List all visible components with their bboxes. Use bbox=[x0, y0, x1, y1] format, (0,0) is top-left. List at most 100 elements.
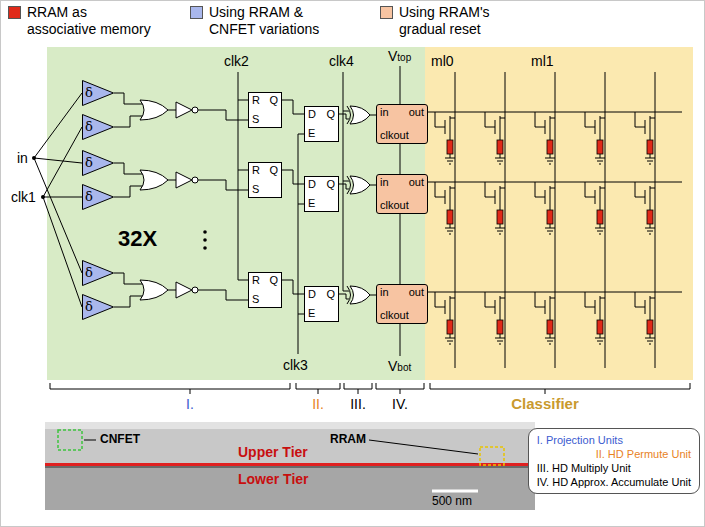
legend-item: Using RRAM's gradual reset bbox=[380, 4, 527, 38]
label-holder: clk4 bbox=[329, 53, 354, 70]
rram-highlight bbox=[480, 447, 504, 465]
legend-swatch bbox=[190, 6, 203, 19]
pin-label: Q bbox=[269, 274, 278, 287]
section-number: III. bbox=[350, 396, 366, 413]
pin-label: Q bbox=[269, 164, 278, 177]
delay-symbol: δ bbox=[85, 156, 93, 170]
rs-latch: RQS bbox=[248, 92, 282, 128]
pin-label: R bbox=[252, 274, 260, 287]
rram-cell bbox=[635, 112, 655, 164]
label-holder: clk1 bbox=[11, 189, 36, 206]
surface-layer bbox=[45, 422, 535, 429]
accumulate-cell: inoutclkout bbox=[376, 174, 428, 214]
pin-label: out bbox=[409, 106, 424, 119]
d-flip-flop: DQE bbox=[304, 176, 339, 212]
unit-key-box: I. Projection UnitsII. HD Permute UnitII… bbox=[528, 428, 700, 494]
label-holder: clk3 bbox=[283, 357, 308, 374]
triangle-shape bbox=[83, 81, 114, 106]
ellipsis-dot bbox=[203, 246, 207, 250]
sem-image bbox=[45, 422, 535, 510]
inverter bbox=[176, 172, 198, 188]
supply-name: Vtop bbox=[388, 48, 411, 66]
leader-line bbox=[369, 440, 478, 454]
signal-name: clk4 bbox=[329, 53, 354, 70]
pin-label: S bbox=[252, 183, 260, 196]
label-holder: III. bbox=[350, 396, 366, 413]
label-holder: Vtop bbox=[388, 48, 411, 66]
legend-swatch bbox=[380, 6, 393, 19]
pin-label: Q bbox=[326, 178, 335, 191]
rram-cell bbox=[435, 182, 455, 234]
pin-label: R bbox=[252, 164, 260, 177]
triangle-shape bbox=[83, 185, 114, 210]
signal-name: clk3 bbox=[283, 357, 308, 374]
xor-gate bbox=[347, 106, 370, 124]
delay-element: δ bbox=[82, 80, 114, 106]
signal-name: ml0 bbox=[431, 53, 454, 70]
legend-item: RRAM as associative memory bbox=[8, 4, 155, 38]
classifier-region bbox=[425, 47, 693, 380]
delay-element: δ bbox=[82, 260, 114, 286]
rram-cell bbox=[485, 182, 505, 234]
rram-cell bbox=[435, 112, 455, 164]
junction-dot bbox=[32, 156, 36, 160]
ellipsis-dot bbox=[203, 230, 207, 234]
pin-label: out bbox=[409, 286, 424, 299]
rram-cell bbox=[635, 292, 655, 344]
pin-label: clkout bbox=[380, 309, 409, 322]
pin-label: E bbox=[308, 307, 316, 320]
pin-label: D bbox=[308, 288, 316, 301]
tier-name: Upper Tier bbox=[238, 444, 308, 461]
scale-label: 500 nm bbox=[432, 494, 472, 508]
tier-name: Lower Tier bbox=[238, 471, 309, 488]
rs-latch: RQS bbox=[248, 162, 282, 198]
section-number: IV. bbox=[392, 396, 408, 413]
signal-name: in bbox=[17, 150, 28, 167]
junction-dot bbox=[41, 195, 45, 199]
or-gate bbox=[140, 280, 168, 300]
delay-symbol: δ bbox=[85, 300, 93, 314]
triangle-shape bbox=[83, 261, 114, 286]
signal-wires bbox=[34, 66, 682, 368]
lower-tier-layer bbox=[45, 422, 535, 510]
pin-label: in bbox=[380, 176, 409, 189]
rram-cell bbox=[535, 112, 555, 164]
rram-cell bbox=[485, 292, 505, 344]
label-holder: Lower Tier bbox=[238, 471, 309, 488]
pin-label: out bbox=[409, 176, 424, 189]
delay-symbol: δ bbox=[85, 190, 93, 204]
rram-cell bbox=[585, 182, 605, 234]
legend-text: Using RRAM & CNFET variations bbox=[209, 4, 337, 38]
legend-item: Using RRAM & CNFET variations bbox=[190, 4, 337, 38]
pin-label: D bbox=[308, 178, 316, 191]
label-holder: in bbox=[17, 150, 28, 167]
delay-element: δ bbox=[82, 150, 114, 176]
rram-cell bbox=[485, 112, 505, 164]
pin-label: E bbox=[308, 127, 316, 140]
triangle-shape bbox=[83, 151, 114, 176]
rram-cell bbox=[585, 112, 605, 164]
replication-count: 32X bbox=[118, 226, 157, 252]
pin-label: clkout bbox=[380, 129, 409, 142]
part-name: RRAM bbox=[330, 432, 366, 447]
delay-element: δ bbox=[82, 114, 114, 140]
rs-latch: RQS bbox=[248, 272, 282, 308]
or-gate bbox=[140, 100, 168, 120]
pin-label: Q bbox=[326, 288, 335, 301]
cnfet-highlight bbox=[58, 430, 82, 450]
label-holder: CNFET bbox=[100, 432, 140, 447]
pin-label: Q bbox=[326, 108, 335, 121]
section-title: Classifier bbox=[511, 395, 579, 412]
delay-symbol: δ bbox=[85, 266, 93, 280]
label-holder: IV. bbox=[392, 396, 408, 413]
label-holder: ml0 bbox=[431, 53, 454, 70]
xor-gate bbox=[347, 176, 370, 194]
d-flip-flop: DQE bbox=[304, 286, 339, 322]
inverter bbox=[176, 102, 198, 118]
legend-swatch bbox=[8, 6, 21, 19]
unit-key-text: II. HD Permute Unit bbox=[537, 447, 691, 461]
delay-symbol: δ bbox=[85, 86, 93, 100]
label-holder: RRAM bbox=[330, 432, 366, 447]
